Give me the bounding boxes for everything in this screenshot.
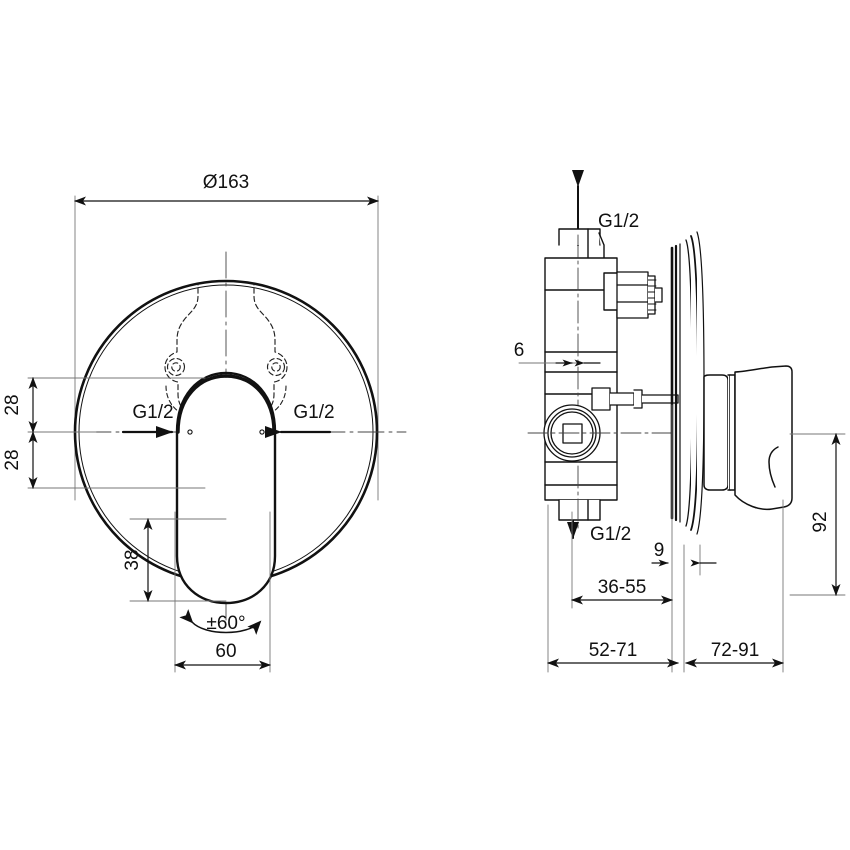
escutcheon-plate-side <box>670 231 705 535</box>
label-handle-width: 60 <box>215 641 236 662</box>
label-inlet-left: G1/2 <box>132 402 173 423</box>
label-inlet-right: G1/2 <box>293 402 334 423</box>
label-rotation: ±60° <box>206 613 245 634</box>
spindle-assembly <box>591 387 679 411</box>
label-handle-height: 92 <box>810 511 831 532</box>
label-offset-bottom: 28 <box>2 449 23 470</box>
valve-body-side <box>544 228 628 531</box>
label-outlet-top: G1/2 <box>598 211 639 232</box>
label-diameter: Ø163 <box>203 172 249 193</box>
lever-handle-side <box>703 365 793 511</box>
label-outlet-bottom: G1/2 <box>590 524 631 545</box>
cartridge-stack <box>616 271 663 319</box>
label-rough-in-depth: 36-55 <box>598 577 647 598</box>
rotation-arc <box>179 609 262 635</box>
label-plate-gap: 9 <box>654 540 665 561</box>
label-handle-drop: 38 <box>122 549 143 570</box>
handle-axis-dots <box>187 429 265 435</box>
label-body-depth: 52-71 <box>589 640 638 661</box>
label-offset-top: 28 <box>2 394 23 415</box>
lever-handle-front <box>175 371 277 605</box>
label-projection: 72-91 <box>711 640 760 661</box>
label-wall-thickness: 6 <box>514 340 525 361</box>
